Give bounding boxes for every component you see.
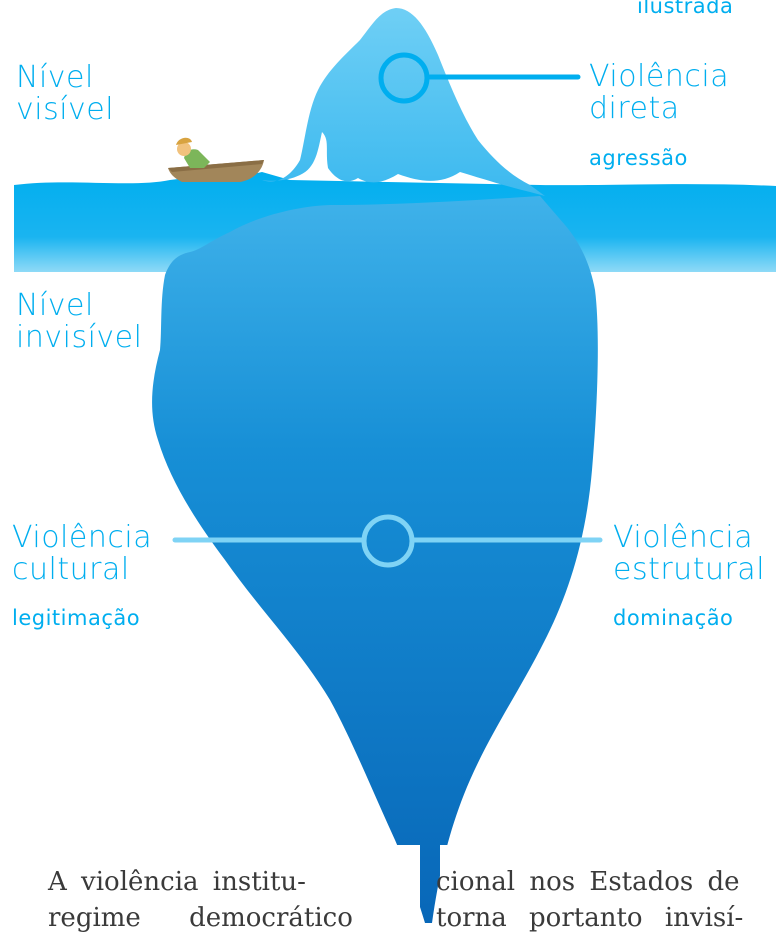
cultural-violence-subtitle: legitimação (12, 606, 141, 630)
visible-level-label: Nível visível (16, 60, 115, 127)
body-line-2-left: regime democrático (48, 903, 353, 933)
structural-violence-label: Violência estrutural (613, 520, 766, 587)
body-line-2-right: torna portanto invisí- (436, 903, 744, 933)
person-icon (176, 137, 210, 168)
cultural-violence-label: Violência cultural (12, 520, 153, 587)
top-cut-label: ilustrada (637, 0, 734, 18)
body-line-1-right: cional nos Estados de (436, 867, 740, 897)
invisible-level-label: Nível invisível (16, 288, 143, 355)
direct-violence-connector (378, 52, 581, 104)
body-line-1-left: A violência institu- (48, 867, 306, 897)
direct-violence-subtitle: agressão (589, 146, 688, 170)
text-background-right (440, 845, 776, 923)
boat-icon (168, 160, 264, 182)
structural-violence-subtitle: dominação (613, 606, 734, 630)
cultural-structural-connector (172, 514, 603, 568)
direct-violence-label: Violência direta (589, 59, 730, 126)
text-background-left (0, 845, 420, 923)
